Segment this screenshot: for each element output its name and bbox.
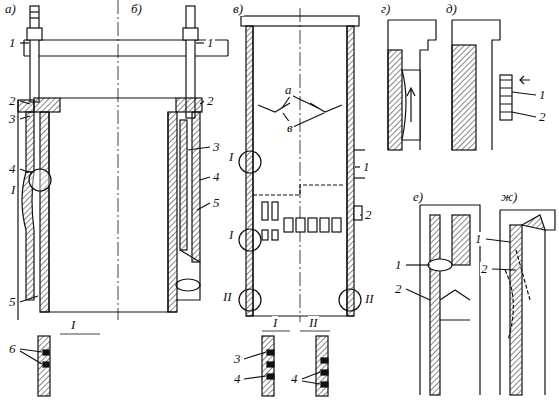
- callout-number: 1: [394, 258, 403, 272]
- callout-number: 1: [362, 160, 371, 174]
- callout-number: I: [228, 228, 234, 242]
- panel-letter: ж): [500, 190, 518, 204]
- callout-number: 4: [212, 170, 221, 184]
- callout-number: II: [222, 290, 233, 304]
- callout-number: в: [286, 121, 294, 135]
- callout-number: 2: [394, 282, 403, 296]
- callout-number: I: [70, 318, 76, 332]
- callout-number: 3: [212, 140, 221, 154]
- callout-number: 6: [8, 342, 17, 356]
- callout-number: 1: [474, 232, 483, 246]
- callout-number: 4: [8, 162, 17, 176]
- callout-number: 1: [206, 36, 215, 50]
- callout-number: 4: [290, 372, 299, 386]
- panel-letter: а): [4, 2, 17, 16]
- callout-number: I: [10, 183, 16, 197]
- callout-number: а: [284, 83, 293, 97]
- panel-letter: г): [380, 2, 391, 16]
- callout-number: II: [308, 316, 319, 330]
- callout-number: 2: [364, 208, 373, 222]
- callout-number: II: [364, 292, 375, 306]
- callout-number: 2: [538, 110, 547, 124]
- callout-number: 5: [8, 295, 17, 309]
- callout-number: 2: [480, 262, 489, 276]
- callout-number: 2: [206, 94, 215, 108]
- panel-letter: е): [412, 190, 424, 204]
- panel-letter: д): [445, 2, 458, 16]
- callout-number: 3: [233, 352, 242, 366]
- callout-number: 1: [8, 36, 17, 50]
- callout-number: 1: [538, 88, 547, 102]
- panel-letter: б): [130, 2, 143, 16]
- callout-number: 4: [233, 372, 242, 386]
- callout-number: I: [272, 316, 278, 330]
- panel-letter: в): [232, 2, 244, 16]
- callout-number: 5: [212, 196, 221, 210]
- callout-number: 2: [8, 94, 17, 108]
- callout-number: 3: [8, 112, 17, 126]
- callout-number: I: [228, 150, 234, 164]
